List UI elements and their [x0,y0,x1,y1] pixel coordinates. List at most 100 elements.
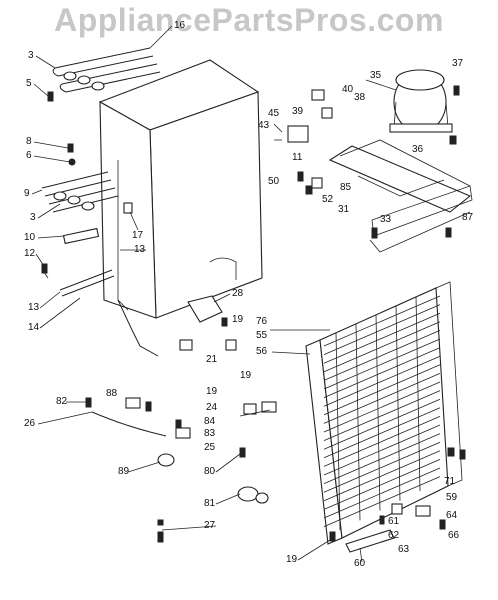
label-76: 76 [256,316,268,327]
coil-fin [323,459,441,510]
label-21: 21 [206,354,218,365]
label-63: 63 [398,544,410,555]
label-35: 35 [370,70,382,81]
label-89: 89 [118,466,130,477]
power-cord [91,411,167,437]
coil-fin [323,338,441,390]
rod-part [59,269,113,291]
label-19c: 19 [206,386,218,397]
coil-fin [323,364,441,416]
coil-fin [323,398,441,450]
coil-tube [375,314,381,511]
label-8: 8 [26,136,32,147]
label-71: 71 [444,476,456,487]
label-11: 11 [292,152,303,163]
cabinet-housing [98,59,263,319]
part-labels: 16 3 5 8 6 9 3 10 12 13 14 13 17 28 19 7… [24,20,474,569]
label-19b: 19 [240,370,252,381]
label-82: 82 [56,396,68,407]
compressor [389,69,453,133]
drier-60 [345,529,395,553]
coil-fin [323,312,441,364]
label-81: 81 [204,498,216,509]
label-26: 26 [24,418,36,429]
coil-fin [323,381,441,433]
label-16: 16 [174,20,186,31]
label-13b: 13 [134,244,146,255]
screws-left [41,91,76,279]
label-61: 61 [388,516,400,527]
label-64: 64 [446,510,458,521]
label-38: 38 [354,92,366,103]
valve-40 [311,89,325,101]
label-19a: 19 [232,314,244,325]
label-28: 28 [232,288,244,299]
coil-tube [415,296,421,491]
terminal-84 [243,403,257,415]
bracket-part [62,227,100,245]
connector-21 [179,339,193,351]
label-62: 62 [388,530,400,541]
label-83: 83 [204,428,216,439]
label-9: 9 [24,188,30,199]
label-55: 55 [256,330,268,341]
label-85: 85 [340,182,352,193]
label-50: 50 [268,176,280,187]
label-13: 13 [28,302,40,313]
label-56: 56 [256,346,268,357]
label-3: 3 [28,50,34,61]
label-14: 14 [28,322,40,333]
label-31: 31 [338,204,350,215]
label-59: 59 [446,492,458,503]
label-60: 60 [354,558,366,569]
coil-fin [323,347,441,398]
upper-tube-assembly [52,47,161,93]
capacitor-45 [287,125,309,143]
coil-fin [323,295,441,347]
label-52: 52 [322,194,334,205]
coil-fin [323,424,441,476]
label-10: 10 [24,232,36,243]
coil-fin [323,441,441,493]
clip-88 [125,397,141,409]
relay-81 [237,486,259,502]
clip-64 [415,505,431,517]
leader-lines [31,25,397,563]
coil-fin [323,416,441,467]
label-3b: 3 [30,212,36,223]
coil-fin [323,476,441,527]
coil-fin [323,355,441,407]
coil-fin [323,467,441,519]
coil-fin [323,433,441,484]
coil-fin [323,373,441,424]
label-88: 88 [106,388,118,399]
grommet-89 [157,453,175,467]
label-6: 6 [26,150,32,161]
bracket-28 [187,295,223,323]
lower-tube-assembly [41,171,119,213]
coil-fin [323,304,441,355]
label-5: 5 [26,78,32,89]
label-37: 37 [452,58,464,69]
label-39: 39 [292,106,304,117]
label-45: 45 [268,108,280,119]
label-36: 36 [412,144,424,155]
label-12: 12 [24,248,36,259]
label-33: 33 [380,214,392,225]
label-40: 40 [342,84,354,95]
label-24: 24 [206,402,218,413]
label-87: 87 [462,212,474,223]
label-17: 17 [132,230,144,241]
label-25: 25 [204,442,216,453]
label-66: 66 [448,530,460,541]
coil-tube [355,323,361,521]
coil-tube [335,332,341,531]
label-80: 80 [204,466,216,477]
coil-fin [323,330,441,381]
watermark-text: AppliancePartsPros.com [54,2,444,38]
coil-fin [323,450,441,502]
drain-tube [117,299,159,357]
label-84: 84 [204,416,216,427]
condenser-coil [305,281,463,545]
